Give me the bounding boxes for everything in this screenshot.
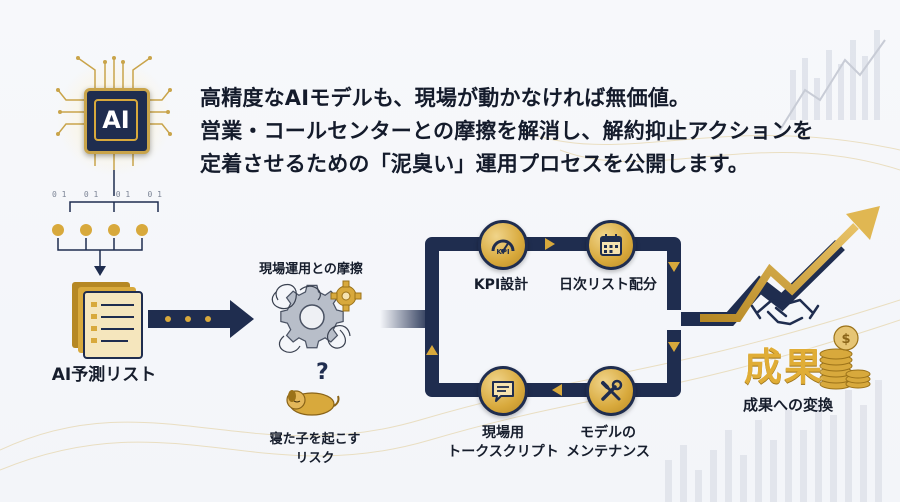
ai-chip-icon: AI [84, 88, 150, 154]
calendar-icon [586, 220, 636, 270]
headline-line-1: 高精度なAIモデルも、現場が動かなければ無価値。 [200, 86, 691, 110]
rising-result-arrow [681, 206, 880, 326]
step-model-maintenance-label: モデルの メンテナンス [553, 424, 663, 462]
handshake-icon [750, 298, 820, 326]
process-loop [425, 237, 681, 397]
step-kpi-design-label: KPI設計 [473, 277, 529, 293]
headline: 高精度なAIモデルも、現場が動かなければ無価値。 営業・コールセンターとの摩擦を… [200, 82, 840, 181]
coin-stack-icon: $ [819, 325, 871, 390]
decorative-swirls [0, 129, 900, 471]
nodes-to-list-connector [57, 238, 143, 268]
document-stack-icon [72, 282, 143, 359]
risk-label-line-1: 寝た子を起こす [269, 432, 361, 447]
down-arrow-to-list [94, 266, 106, 276]
step-model-maintenance-line-1: モデルの [580, 425, 636, 441]
svg-text:$: $ [841, 332, 850, 347]
headline-line-2: 営業・コールセンターとの摩擦を解消し、解約抑止アクションを [200, 119, 814, 143]
kpi-badge-text: KPI [496, 248, 510, 256]
friction-label: 現場運用との摩擦 [259, 262, 363, 277]
gear-tangle-icon [271, 280, 362, 353]
chip-trace-dots [56, 56, 172, 136]
ai-chip-label: AI [94, 99, 138, 141]
binary-digit-text: 0 1 [147, 190, 162, 199]
background-trend-line [779, 39, 886, 131]
background-bars-bottom [665, 380, 882, 502]
step-talk-script-line-1: 現場用 [482, 425, 524, 441]
binary-nodes [52, 224, 148, 236]
step-talk-script-line-2: トークスクリプト [447, 444, 559, 460]
speech-bubble-icon [478, 366, 528, 416]
question-mark-icon: ? [316, 360, 329, 385]
kpi-gauge-icon: KPI [478, 220, 528, 270]
binary-digit-text: 0 1 [83, 190, 99, 199]
step-talk-script-label: 現場用 トークスクリプト [438, 424, 568, 462]
step-model-maintenance-line-2: メンテナンス [566, 444, 650, 460]
chip-circuit-traces [57, 57, 171, 170]
list-to-friction-arrow [148, 300, 254, 338]
headline-line-3: 定着させるための「泥臭い」運用プロセスを公開します。 [200, 152, 750, 176]
wrench-screwdriver-icon [586, 366, 636, 416]
ai-prediction-list-label: AI予測リスト [51, 365, 157, 385]
binary-digit-text: 0 1 [52, 190, 67, 199]
result-label: 成果への変換 [742, 396, 833, 414]
risk-label-line-2: リスク [295, 451, 335, 466]
loop-flow-arrows [426, 238, 680, 396]
friction-to-loop-fade [380, 310, 432, 328]
binary-digits-column: 0 1 0 1 0 1 0 1 [52, 190, 162, 199]
risk-label: 寝た子を起こす リスク [250, 430, 380, 468]
result-big-text: 成果 [744, 345, 825, 389]
chip-to-nodes-tree [69, 170, 159, 212]
step-daily-list-label: 日次リスト配分 [559, 277, 657, 293]
binary-digit-text: 0 1 [115, 190, 131, 199]
sleeping-dog-icon [286, 390, 340, 416]
